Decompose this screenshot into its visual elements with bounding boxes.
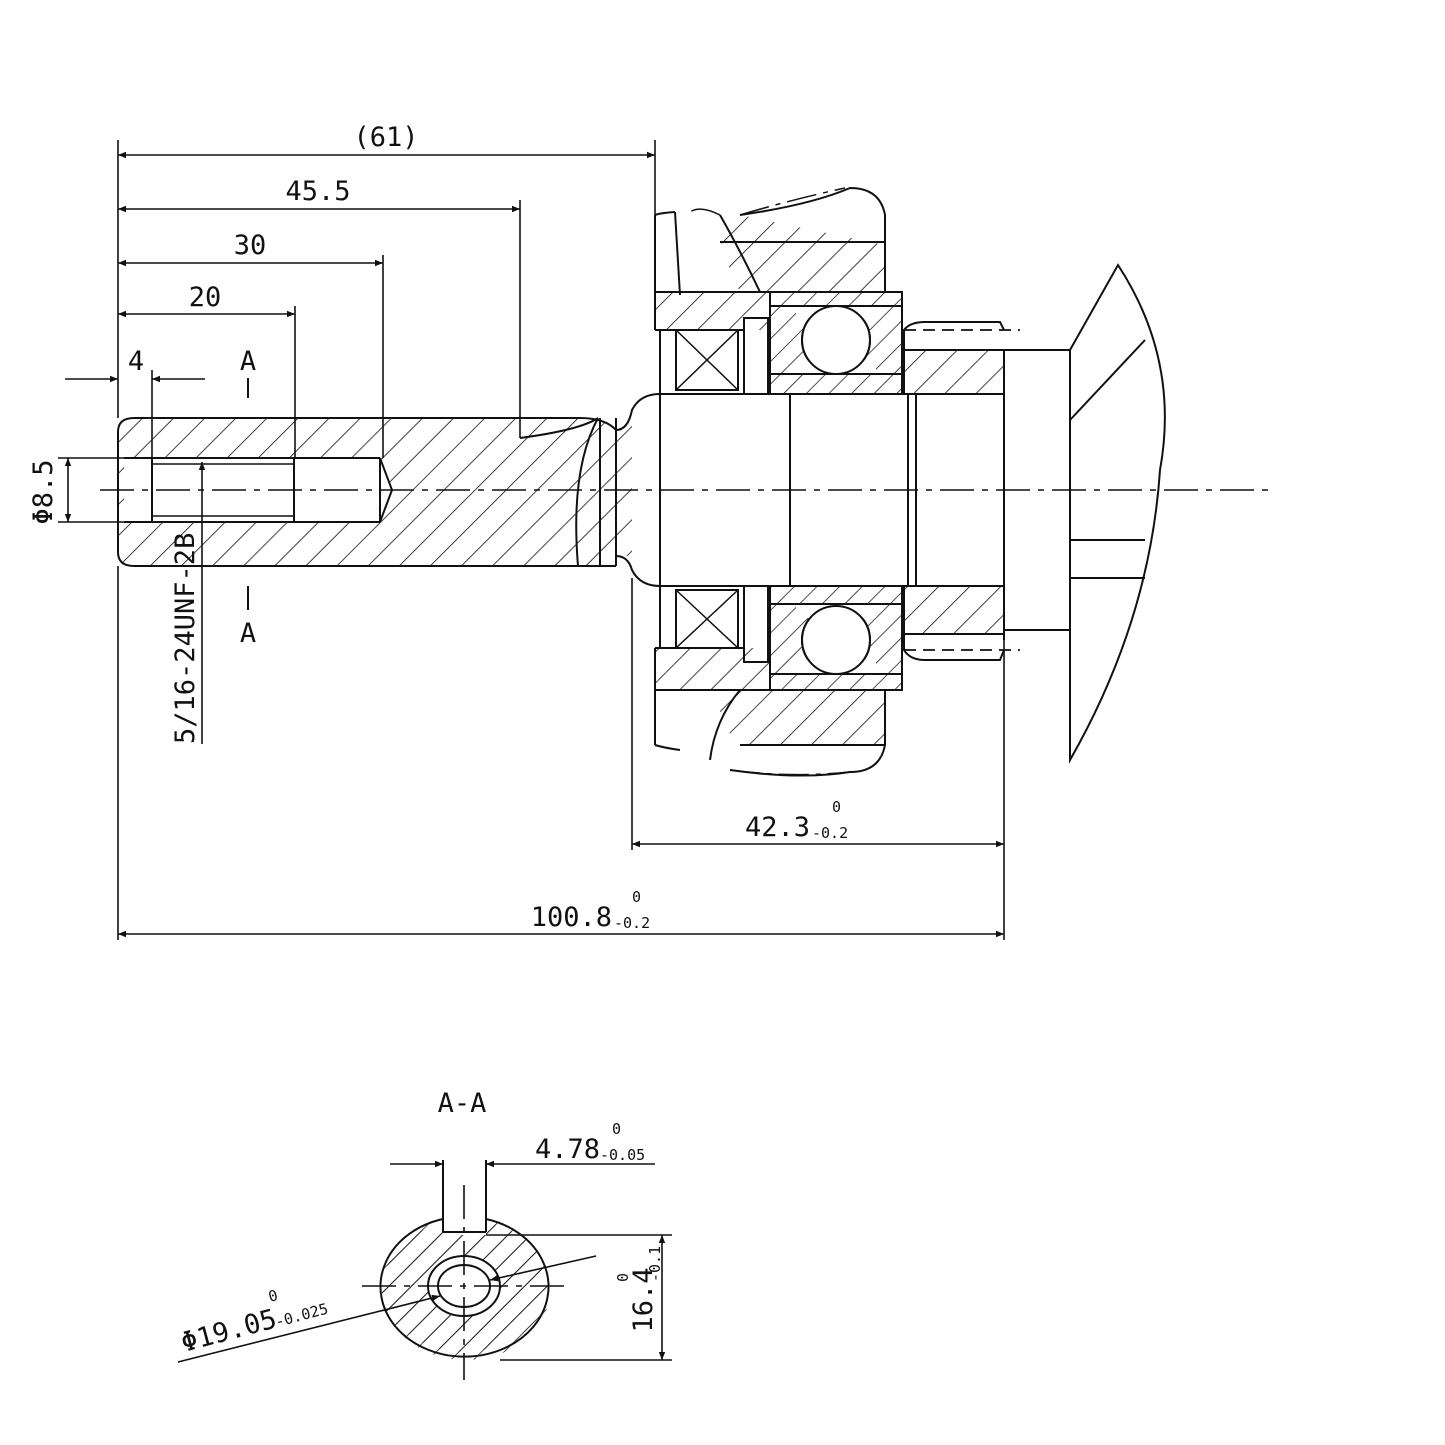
dim-100-8: 100.8 — [531, 902, 612, 933]
dim-16-4-lower: -0.1 — [646, 1246, 664, 1282]
crankcase-top — [654, 186, 886, 331]
taper-end — [1069, 263, 1166, 764]
dim-30: 30 — [234, 230, 267, 261]
section-marker-top: A — [240, 346, 256, 377]
section-a-a: A-A 4.78 0 -0.05 16.4 0 -0.1 Φ19.05 — [178, 1088, 672, 1380]
crankcase-bottom — [654, 647, 886, 777]
dim-45-5: 45.5 — [285, 176, 350, 207]
dim-diameter-8-5: Φ8.5 — [28, 459, 59, 524]
dim-61: (61) — [353, 122, 418, 153]
ball-bearing-bottom — [769, 585, 903, 691]
oil-seal — [659, 317, 769, 663]
ball-bearing-top — [769, 291, 903, 395]
dim-4: 4 — [128, 346, 144, 377]
section-title: A-A — [438, 1088, 487, 1119]
dim-100-8-upper: 0 — [632, 888, 641, 906]
dim-42-3-lower: -0.2 — [812, 824, 848, 842]
dim-diameter-19-05: Φ19.05 — [178, 1304, 280, 1359]
dim-100-8-lower: -0.2 — [614, 914, 650, 932]
dim-4-78-upper: 0 — [612, 1120, 621, 1138]
dim-42-3-upper: 0 — [832, 798, 841, 816]
main-view — [100, 186, 1268, 777]
section-marker-bottom: A — [240, 618, 256, 649]
dim-16-4-upper: 0 — [614, 1273, 632, 1282]
dim-16-4: 16.4 — [628, 1267, 659, 1332]
dim-4-78: 4.78 — [535, 1134, 600, 1165]
thread-callout: 5/16-24UNF-2B — [170, 533, 201, 744]
collar-bottom — [903, 585, 1020, 661]
dim-42-3: 42.3 — [745, 812, 810, 843]
dim-19-05-upper: 0 — [266, 1286, 279, 1306]
dim-4-78-lower: -0.05 — [600, 1146, 645, 1164]
collar-top — [903, 321, 1020, 395]
dim-20: 20 — [189, 282, 222, 313]
dimensions: (61) 45.5 30 20 4 Φ8.5 5/16-24UNF-2B A A… — [28, 122, 1005, 940]
